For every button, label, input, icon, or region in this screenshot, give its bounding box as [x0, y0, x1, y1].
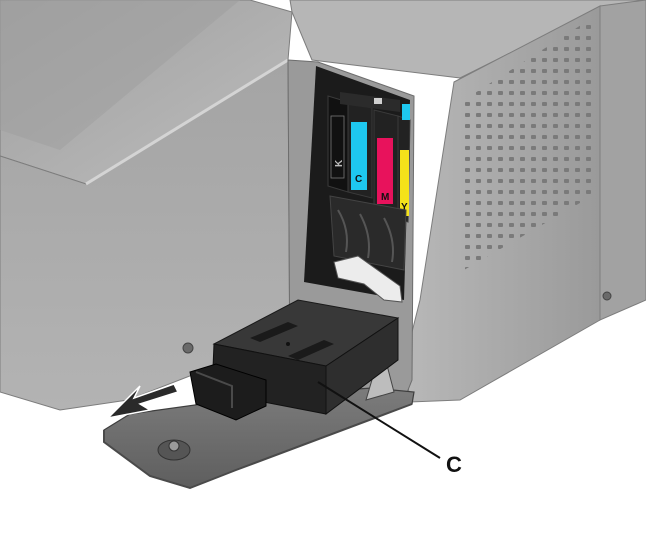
cartridge-tip — [402, 104, 410, 120]
door-tray-rim — [103, 403, 413, 490]
cartridge-k-label — [330, 115, 345, 179]
cartridge-m-label — [377, 138, 393, 204]
cartridge-y-label — [400, 150, 409, 216]
cartridge-c-label — [351, 122, 367, 190]
tray-screw — [168, 440, 180, 452]
white-bracket — [333, 255, 403, 303]
module-dot — [286, 342, 290, 346]
direction-arrow — [105, 383, 180, 420]
cartridge-letter-m: M — [381, 192, 389, 203]
left-housing-upper-ridge — [0, 0, 240, 150]
callout-leader-line — [317, 381, 441, 459]
housing-screw-right — [602, 291, 612, 301]
left-housing-edge-highlight — [85, 58, 289, 186]
callout-label-c: C — [446, 452, 462, 477]
module-slot — [250, 322, 298, 342]
cartridge-top-bar — [340, 92, 400, 112]
housing-screw — [182, 342, 194, 354]
cartridge-letter-y: Y — [401, 202, 408, 213]
module-slot-2 — [288, 340, 334, 360]
vent-grille — [464, 18, 592, 270]
cartridge-letter-c: C — [355, 174, 362, 185]
far-right-panel — [599, 0, 646, 321]
cartridge-notch — [374, 98, 382, 104]
maintenance-module-side — [325, 317, 399, 415]
cartridge-letter-k: K — [334, 159, 345, 167]
ink-cartridges: K C M Y — [327, 92, 411, 271]
